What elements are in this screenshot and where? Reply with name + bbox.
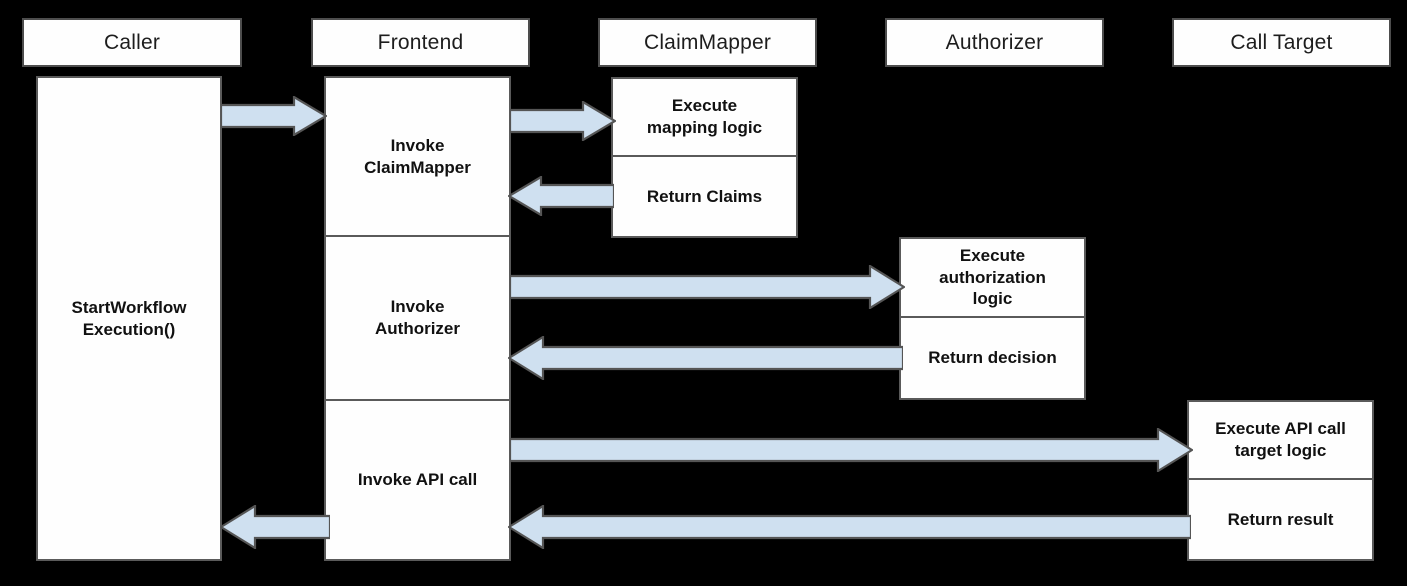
lane-header-authorizer-label: Authorizer [945, 30, 1044, 54]
lane-header-calltarget-label: Call Target [1230, 30, 1333, 54]
caller-label-line2: Execution() [82, 319, 176, 339]
activation-authorizer-execute-text: Execute authorization logic [939, 245, 1046, 310]
lane-header-authorizer[interactable]: Authorizer [885, 18, 1104, 67]
authorizer-seg1-line3: logic [972, 289, 1013, 309]
message-arrow-authorizer-to-frontend[interactable] [508, 336, 903, 380]
activation-calltarget-execute-api-call-target-logic[interactable]: Execute API call target logic [1187, 400, 1374, 479]
activation-claimmapper-execute-text: Execute mapping logic [647, 95, 762, 139]
activation-calltarget-return-text: Return result [1228, 509, 1334, 531]
lane-header-caller-label: Caller [103, 30, 161, 54]
activation-calltarget-execute-text: Execute API call target logic [1215, 418, 1346, 462]
caller-label-line1: StartWorkflow [71, 297, 187, 317]
lane-header-calltarget[interactable]: Call Target [1172, 18, 1391, 67]
message-arrow-frontend-to-calltarget[interactable] [510, 428, 1193, 472]
calltarget-seg1-line1: Execute API call [1215, 419, 1346, 439]
frontend-seg1-line2: ClaimMapper [364, 157, 471, 177]
activation-calltarget-return-result[interactable]: Return result [1187, 479, 1374, 561]
claimmapper-seg1-line1: Execute [671, 96, 738, 116]
activation-frontend-invoke-api-call-text: Invoke API call [358, 469, 477, 491]
frontend-seg3-line1: Invoke API call [357, 470, 478, 490]
lane-header-claimmapper[interactable]: ClaimMapper [598, 18, 817, 67]
message-arrow-frontend-to-authorizer[interactable] [510, 265, 905, 309]
message-arrow-calltarget-to-frontend[interactable] [508, 505, 1191, 549]
calltarget-seg2-line1: Return result [1227, 509, 1334, 529]
message-arrow-frontend-to-caller[interactable] [220, 505, 330, 549]
lane-header-frontend[interactable]: Frontend [311, 18, 530, 67]
activation-caller-startworkflow-text: StartWorkflow Execution() [72, 297, 187, 341]
authorizer-seg2-line1: Return decision [928, 348, 1057, 368]
activation-frontend-invoke-authorizer[interactable]: Invoke Authorizer [324, 236, 511, 400]
activation-claimmapper-return-claims[interactable]: Return Claims [611, 156, 798, 238]
authorizer-seg1-line2: authorization [939, 267, 1046, 287]
activation-caller-startworkflow[interactable]: StartWorkflow Execution() [36, 76, 222, 561]
activation-authorizer-execute-authorization-logic[interactable]: Execute authorization logic [899, 237, 1086, 317]
message-arrow-claimmapper-to-frontend[interactable] [508, 176, 614, 216]
activation-frontend-invoke-authorizer-text: Invoke Authorizer [375, 296, 460, 340]
activation-authorizer-return-decision[interactable]: Return decision [899, 317, 1086, 400]
activation-frontend-invoke-claimmapper-text: Invoke ClaimMapper [364, 135, 471, 179]
frontend-seg2-line2: Authorizer [375, 319, 460, 338]
frontend-seg1-line1: Invoke [390, 135, 445, 155]
authorizer-seg1-line1: Execute [959, 245, 1026, 265]
message-arrow-caller-to-frontend[interactable] [221, 96, 327, 136]
message-arrow-frontend-to-claimmapper[interactable] [510, 101, 616, 141]
calltarget-seg1-line2: target logic [1234, 441, 1327, 460]
lane-header-claimmapper-label: ClaimMapper [643, 30, 772, 54]
activation-frontend-invoke-api-call[interactable]: Invoke API call [324, 400, 511, 561]
activation-authorizer-return-text: Return decision [928, 347, 1056, 369]
activation-claimmapper-return-text: Return Claims [647, 186, 762, 208]
frontend-seg2-line1: Invoke [390, 297, 445, 317]
claimmapper-seg1-line2: mapping logic [646, 118, 763, 137]
lane-header-caller[interactable]: Caller [22, 18, 242, 67]
lane-header-frontend-label: Frontend [377, 30, 464, 54]
activation-claimmapper-execute-mapping-logic[interactable]: Execute mapping logic [611, 77, 798, 156]
activation-frontend-invoke-claimmapper[interactable]: Invoke ClaimMapper [324, 76, 511, 236]
claimmapper-seg2-line1: Return Claims [646, 186, 763, 206]
